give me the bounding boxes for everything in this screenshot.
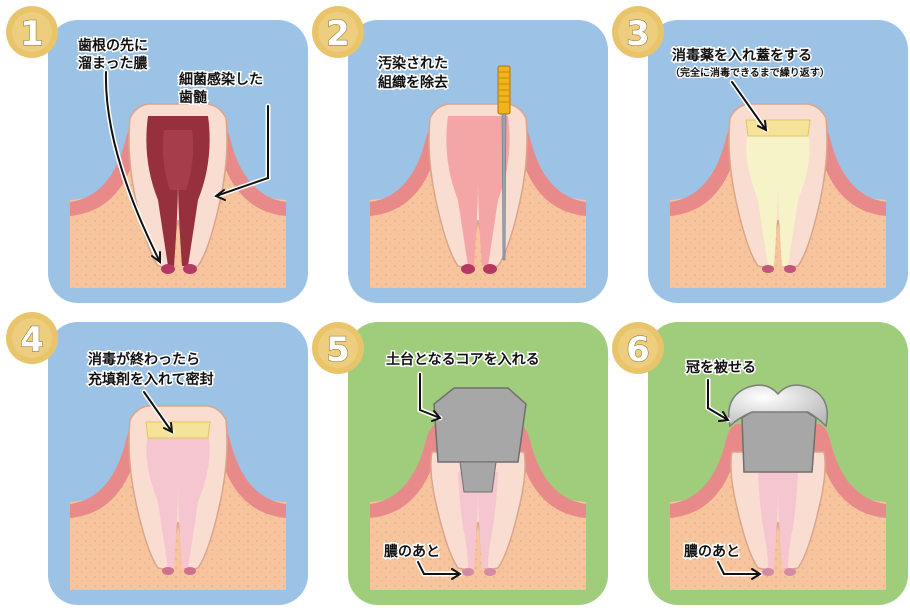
label-scar: 膿のあと [684, 543, 740, 560]
step-number-5: 5 [326, 330, 350, 370]
panel-2: 汚染された 組織を除去 [348, 20, 608, 303]
label-line2: 組織を除去 [378, 74, 448, 91]
pus-left [161, 264, 175, 274]
step-number-6: 6 [626, 330, 650, 370]
label-note: （完全に消毒できるまで繰り返す） [670, 66, 830, 79]
label-pulp-line1: 細菌感染した [179, 71, 263, 88]
panel-5: 土台となるコアを入れる 膿のあと [348, 322, 608, 605]
step-number-1: 1 [20, 14, 44, 54]
label-pulp-line2: 歯髄 [179, 89, 208, 106]
label-title: 土台となるコアを入れる [386, 351, 540, 368]
core-abutment [742, 406, 816, 472]
label-pus-line2: 溜まった膿 [78, 55, 148, 72]
step-number-2: 2 [326, 14, 350, 54]
label-line1: 消毒が終わったら [88, 351, 200, 368]
step-badge-3: 3 [612, 6, 664, 58]
temporary-seal [746, 120, 810, 136]
core-abutment [434, 388, 526, 462]
panel-6: 冠を被せる 膿のあと [648, 322, 908, 605]
pus-scar-right [484, 568, 496, 576]
step-number-3: 3 [626, 14, 650, 54]
core-post [460, 462, 496, 492]
step-number-4: 4 [20, 320, 44, 360]
pulp-highlight [163, 130, 193, 190]
step-badge-5: 5 [312, 322, 364, 374]
pus-right [483, 264, 497, 274]
pus-left [762, 265, 774, 273]
pus-left [461, 264, 475, 274]
label-line2: 充填剤を入れて密封 [88, 371, 214, 388]
step-badge-6: 6 [612, 322, 664, 374]
label-pus-line1: 歯根の先に [78, 37, 148, 54]
pus-scar-right [784, 568, 796, 576]
pus-left [162, 567, 174, 575]
label-line1: 汚染された [378, 55, 448, 72]
label-title: 消毒薬を入れ蓋をする [672, 47, 812, 64]
pus-right [184, 567, 196, 575]
pus-right [784, 265, 796, 273]
panel-4: 消毒が終わったら 充填剤を入れて密封 [48, 322, 308, 605]
label-scar: 膿のあと [384, 543, 440, 560]
pus-right [183, 264, 197, 274]
step-badge-4: 4 [6, 312, 58, 364]
label-title: 冠を被せる [686, 359, 756, 376]
panel-3: 消毒薬を入れ蓋をする （完全に消毒できるまで繰り返す） [648, 20, 908, 303]
step-badge-2: 2 [312, 6, 364, 58]
pus-scar-left [462, 568, 474, 576]
panel-1: 歯根の先に 溜まった膿 細菌感染した 歯髄 [48, 20, 308, 303]
file-shaft [502, 114, 506, 260]
pus-scar-left [762, 568, 774, 576]
step-badge-1: 1 [6, 6, 58, 58]
sealing-cap [146, 422, 210, 438]
